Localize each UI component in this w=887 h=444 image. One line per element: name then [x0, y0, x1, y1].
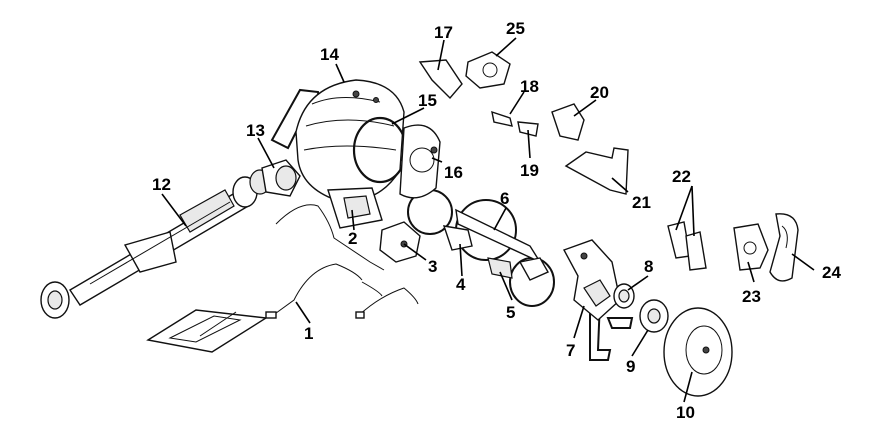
brake-line: [275, 204, 385, 271]
callout-16: 16: [444, 163, 463, 182]
callout-13: 13: [246, 121, 265, 140]
half-shaft: [442, 208, 549, 281]
callout-6: 6: [500, 189, 509, 208]
callout-1: 1: [304, 324, 313, 343]
drive-shaft: [40, 169, 271, 319]
callout-19: 19: [520, 161, 539, 180]
callout-15: 15: [418, 91, 437, 110]
hub-carrier: [562, 239, 621, 321]
mount-block: [379, 221, 421, 263]
callout-3: 3: [428, 257, 437, 276]
callout-9: 9: [626, 357, 635, 376]
caliper-top: [465, 51, 511, 89]
brake-disc: [663, 307, 733, 397]
callout-23: 23: [742, 287, 761, 306]
bracket-2: [327, 187, 383, 229]
callout-17: 17: [434, 23, 453, 42]
callout-7: 7: [566, 341, 575, 360]
callout-8: 8: [644, 257, 653, 276]
callout-22: 22: [672, 167, 691, 186]
input-flange: [261, 159, 301, 197]
brake-pads: [667, 221, 707, 271]
callout-4: 4: [456, 275, 466, 294]
callout-21: 21: [632, 193, 651, 212]
heat-shield: [564, 147, 629, 195]
callout-24: 24: [822, 263, 841, 282]
bracket-17: [418, 59, 463, 100]
callout-2: 2: [348, 229, 357, 248]
bolts: [491, 110, 539, 137]
caliper-23: [733, 223, 769, 271]
callout-5: 5: [506, 303, 515, 322]
housing-cover: [399, 124, 441, 199]
callout-20: 20: [590, 83, 609, 102]
wheel-hub: [639, 299, 669, 333]
callout-14: 14: [320, 45, 339, 64]
mounting-plate: [146, 309, 269, 353]
leader-lines: [161, 37, 815, 403]
callout-12: 12: [152, 175, 171, 194]
handbrake-cable: [265, 263, 419, 319]
differential-housing: [295, 79, 405, 202]
callout-labels: 1 2 3 4 5 6 7 8 9 10 12 13 14 15 16 17 1…: [152, 19, 841, 422]
caliper-20: [551, 103, 585, 141]
retaining-clip: [769, 213, 799, 282]
callout-18: 18: [520, 77, 539, 96]
callout-25: 25: [506, 19, 525, 38]
callout-10: 10: [676, 403, 695, 422]
